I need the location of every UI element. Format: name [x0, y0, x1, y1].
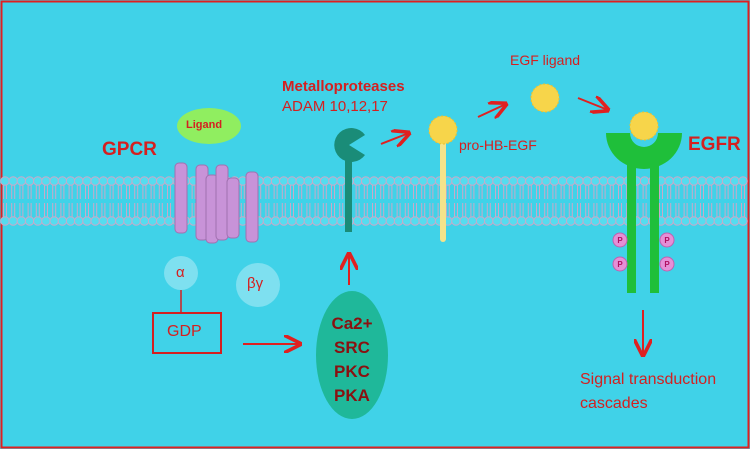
phospho-label: P — [664, 236, 670, 245]
signal-transduction-line1: Signal transduction — [580, 371, 717, 388]
kinase-item: PKA — [334, 386, 370, 405]
arrow-metalloprotease-to-prohbegf — [380, 133, 409, 144]
phospho-sites: P P P P — [612, 232, 675, 272]
kinase-list: Ca2+ SRC PKC PKA — [316, 312, 388, 408]
adam-label: ADAM 10,12,17 — [282, 98, 388, 115]
egfr-label: EGFR — [688, 134, 741, 155]
gpcr-label: GPCR — [102, 139, 157, 160]
g-alpha-subunit — [164, 256, 198, 290]
kinase-item: SRC — [334, 338, 370, 357]
arrow-egf-to-egfr — [577, 98, 608, 110]
gpcr-receptor — [174, 162, 259, 244]
arrow-prohbegf-to-egf — [477, 104, 506, 117]
pro-hb-egf-head — [428, 115, 458, 145]
gdp-box — [152, 312, 222, 354]
gdp-label: GDP — [167, 323, 202, 340]
betagamma-label: βγ — [247, 275, 264, 292]
alpha-label: α — [176, 264, 185, 281]
ligand-oval — [177, 108, 241, 144]
metalloprotease-anchor — [345, 157, 352, 232]
g-betagamma-subunit — [236, 263, 280, 307]
metalloproteases-label: Metalloproteases — [282, 78, 405, 95]
egfr-receptor — [606, 133, 682, 293]
signal-transduction-line2: cascades — [580, 395, 648, 412]
metalloprotease-pacman — [334, 127, 365, 162]
egf-ligand-ball — [530, 83, 560, 113]
phospho-label: P — [617, 236, 623, 245]
ligand-label: Ligand — [186, 119, 223, 131]
pro-hb-egf-stem — [440, 140, 446, 242]
egf-ligand-label: EGF ligand — [510, 52, 581, 68]
egfr-bound-ligand — [629, 111, 659, 141]
kinase-item: PKC — [334, 362, 370, 381]
phospho-label: P — [617, 260, 623, 269]
phospho-label: P — [664, 260, 670, 269]
kinase-item: Ca2+ — [331, 314, 373, 333]
pro-hb-egf-label: pro-HB-EGF — [459, 137, 537, 153]
kinase-oval — [316, 291, 388, 419]
